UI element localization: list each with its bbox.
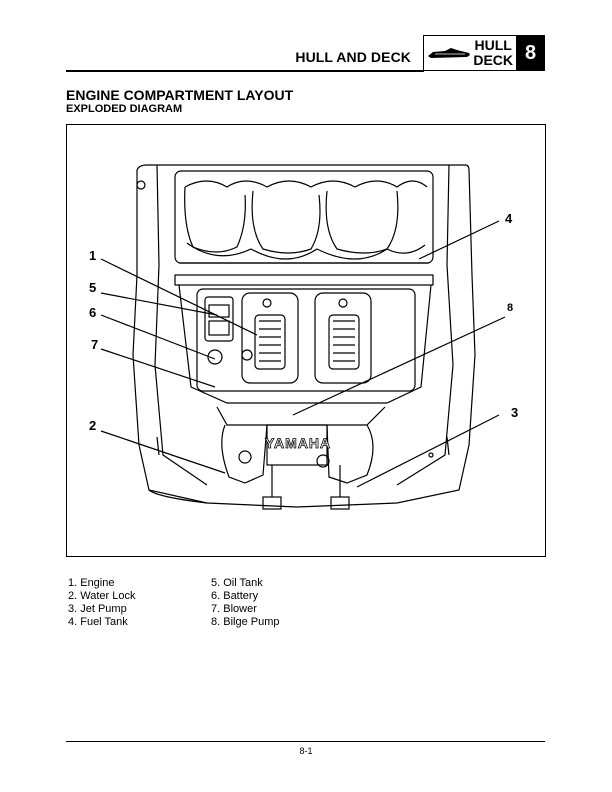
callout-bilge-pump: 8 xyxy=(507,302,514,314)
callout-battery: 6 xyxy=(89,305,97,320)
legend-item: 4. Fuel Tank xyxy=(68,616,128,628)
legend-item: 1. Engine xyxy=(68,577,115,589)
page-number: 8-1 xyxy=(299,746,313,756)
chapter-number: 8 xyxy=(516,35,545,71)
watercraft-icon xyxy=(428,48,470,58)
callout-blower: 7 xyxy=(91,337,99,352)
engine-compartment-diagram: 1 2 3 4 5 6 7 8 YAMAHA xyxy=(66,124,546,557)
chapter-tab-label: HULL DECK xyxy=(473,38,513,68)
legend-item: 7. Blower xyxy=(211,603,257,615)
page-title: ENGINE COMPARTMENT LAYOUT xyxy=(66,87,294,103)
legend-item: 3. Jet Pump xyxy=(68,603,127,615)
page-subtitle: EXPLODED DIAGRAM xyxy=(66,103,183,115)
legend-item: 5. Oil Tank xyxy=(211,577,263,589)
callout-water-lock: 2 xyxy=(89,418,97,433)
callout-engine: 1 xyxy=(89,248,97,263)
legend-item: 2. Water Lock xyxy=(68,590,136,602)
tab-line-1: HULL xyxy=(474,37,512,53)
chapter-tab: HULL DECK xyxy=(423,35,517,71)
header-section-title: HULL AND DECK xyxy=(295,49,411,65)
legend-right: 5. Oil Tank 6. Battery 7. Blower 8. Bilg… xyxy=(211,577,279,629)
callout-jet-pump: 3 xyxy=(511,405,519,420)
footer-rule xyxy=(66,741,545,742)
callout-fuel-tank: 4 xyxy=(505,211,513,226)
header-rule xyxy=(66,70,424,72)
legend-item: 8. Bilge Pump xyxy=(211,616,280,628)
diagram-illustration xyxy=(100,164,506,510)
yamaha-brand-text: YAMAHA xyxy=(265,435,332,452)
tab-line-2: DECK xyxy=(473,52,513,68)
callout-oil-tank: 5 xyxy=(89,280,97,295)
legend-left: 1. Engine 2. Water Lock 3. Jet Pump 4. F… xyxy=(68,577,135,629)
legend-item: 6. Battery xyxy=(211,590,259,602)
